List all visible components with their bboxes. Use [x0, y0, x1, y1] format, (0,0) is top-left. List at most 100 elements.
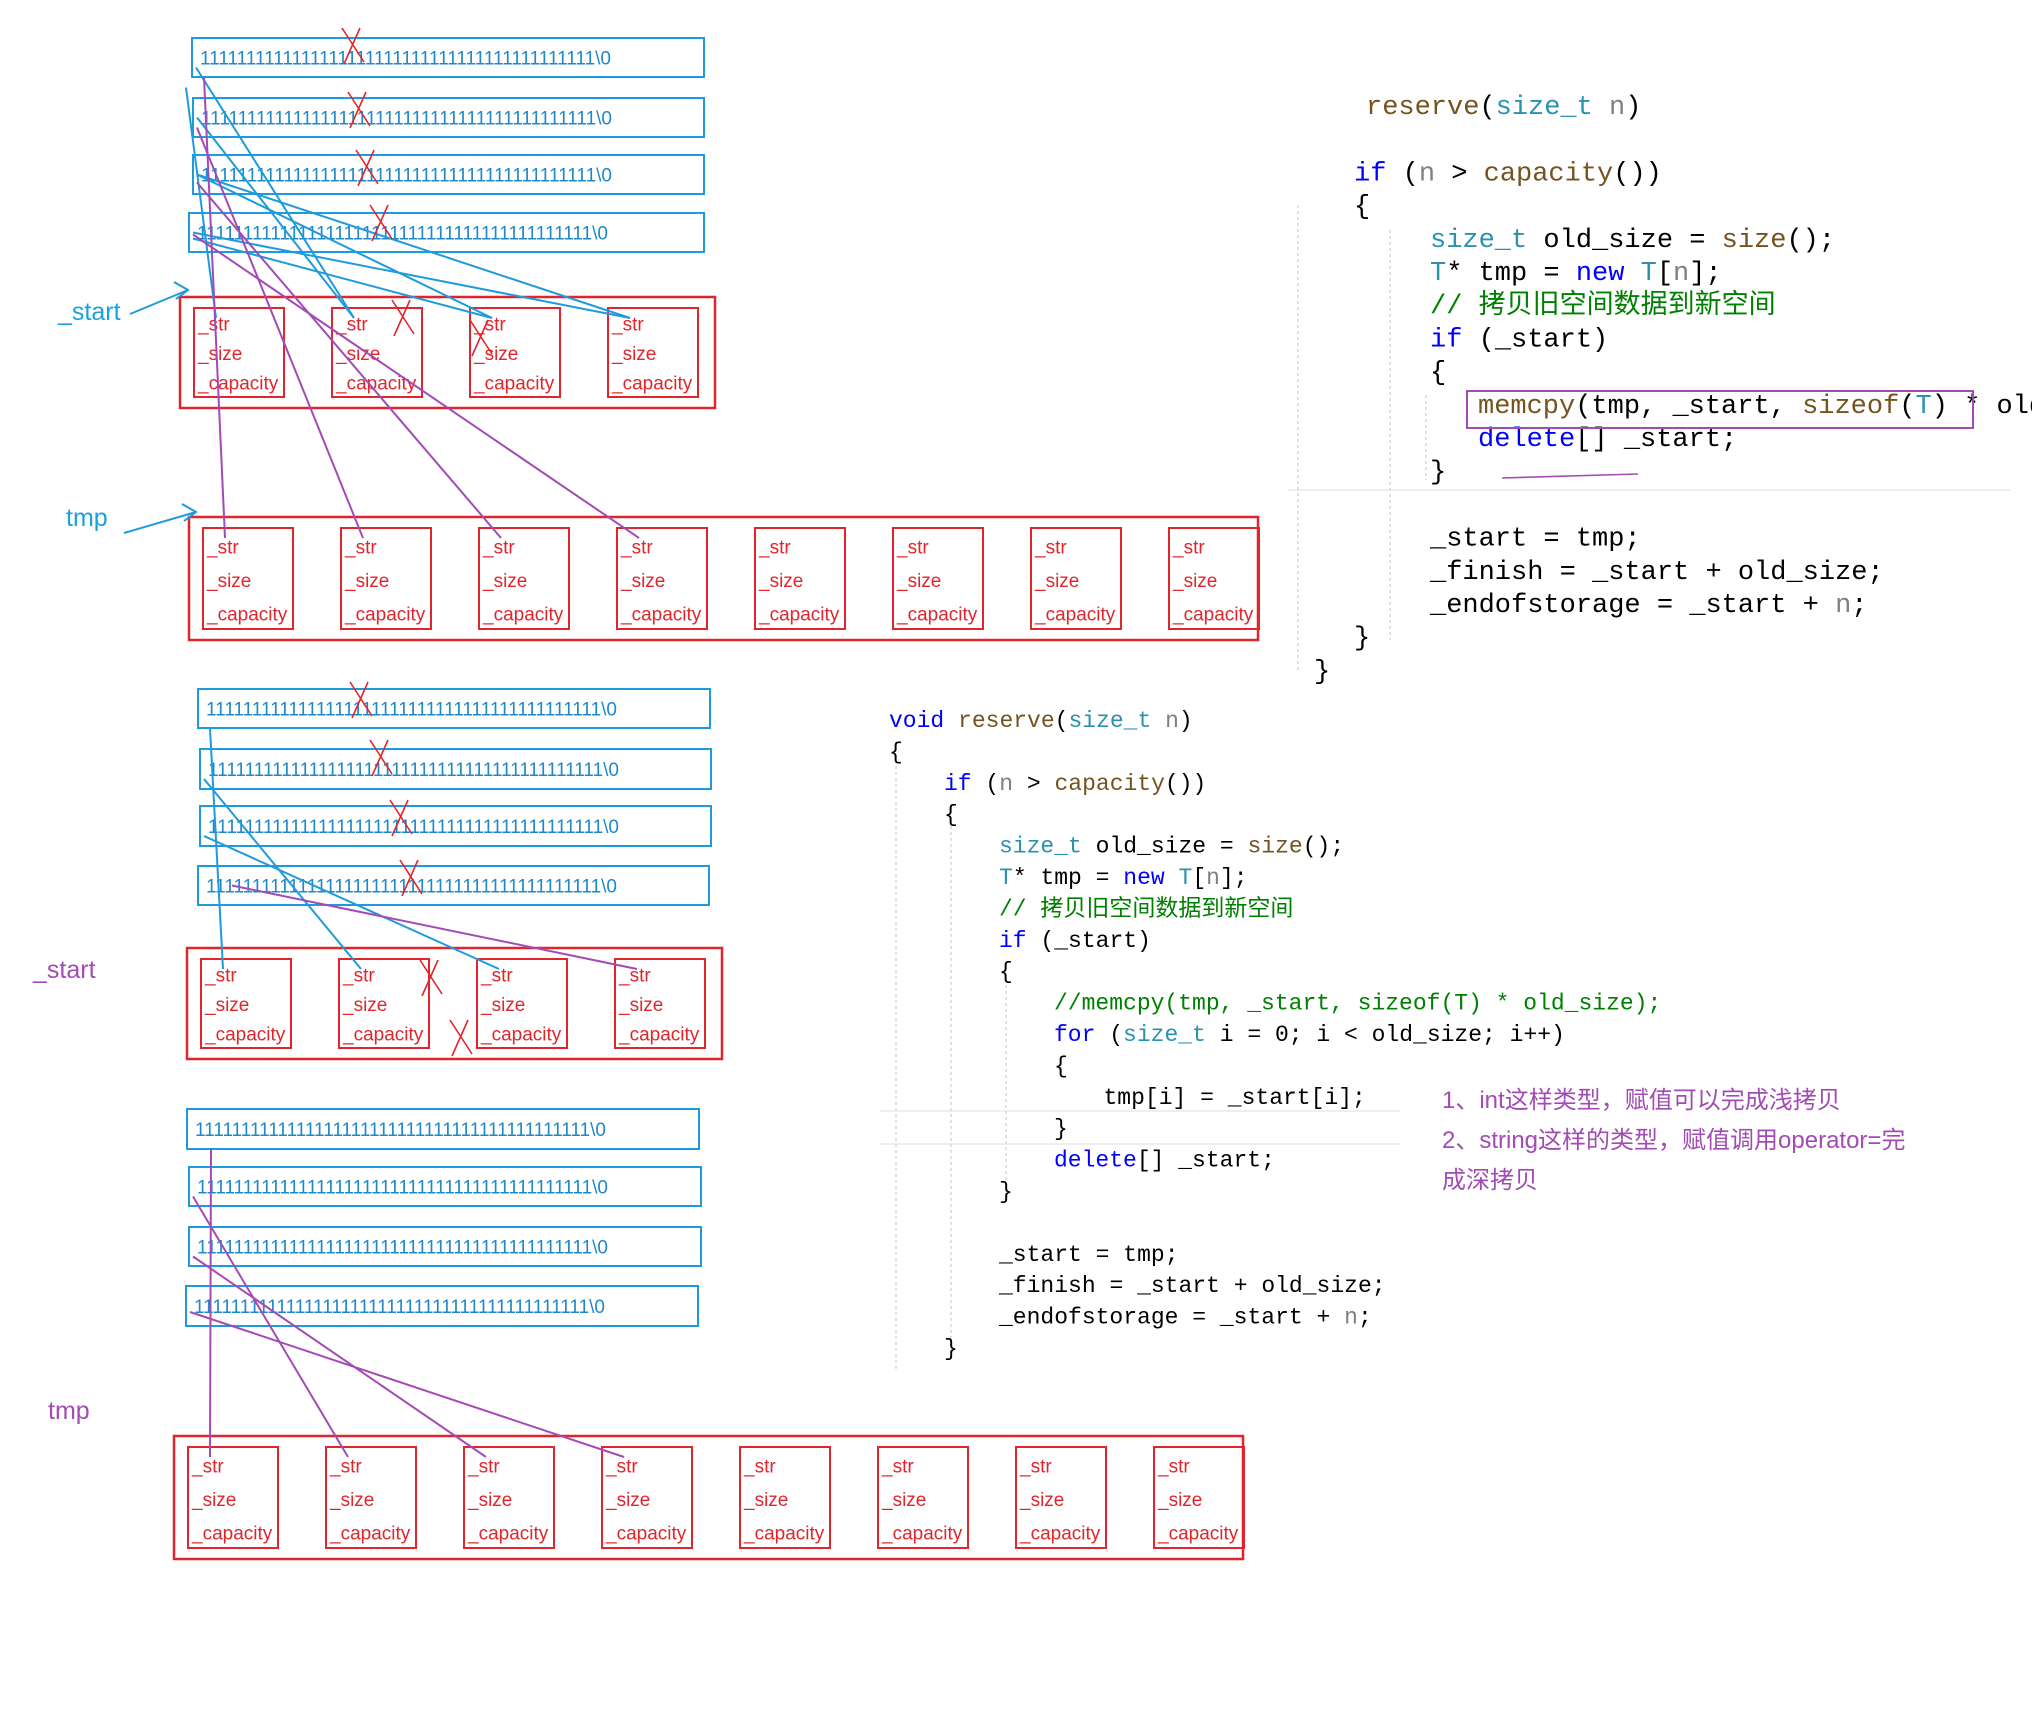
- freed-mark: [355, 149, 379, 187]
- string-buffer: [197, 688, 711, 729]
- field-label: _capacity: [329, 1524, 411, 1545]
- field-label: _str: [197, 314, 230, 335]
- code-line: {: [889, 739, 903, 765]
- field-label: _str: [1034, 537, 1067, 558]
- freed-mark: [469, 319, 493, 357]
- code-line: _start = tmp;: [1429, 525, 1641, 555]
- field-label: _size: [473, 344, 518, 365]
- pointer-line: [196, 127, 364, 539]
- field-label: _size: [191, 1490, 236, 1511]
- field-label: _capacity: [467, 1524, 549, 1545]
- string-object-box: [478, 527, 570, 630]
- string-buffer: [188, 212, 705, 253]
- field-label: _size: [758, 571, 803, 592]
- notes: 1、int这样类型，赋值可以完成浅拷贝2、string这样的类型，赋值调用ope…: [1442, 1087, 1905, 1194]
- freed-mark: [391, 299, 415, 337]
- code-line: if (_start): [1430, 325, 1608, 355]
- code-line: void reserve(size_t n): [889, 708, 1193, 734]
- pointer-line: [196, 173, 631, 319]
- field-label: _str: [191, 1456, 224, 1477]
- annotation-note: 成深拷贝: [1442, 1167, 1538, 1194]
- code-line: size_t old_size = size();: [999, 834, 1344, 860]
- code-line: T* tmp = new T[n];: [1430, 259, 1722, 289]
- pointer-line: [203, 778, 362, 970]
- field-label: _capacity: [473, 374, 555, 395]
- field-label: _str: [344, 537, 377, 558]
- string-buffer: [186, 1108, 700, 1150]
- field-label: _str: [605, 1456, 638, 1477]
- code-panel-bottom: void reserve(size_t n) { if (n > capacity(…: [880, 708, 1661, 1370]
- field-label: _size: [480, 995, 525, 1016]
- start-label: _start: [57, 298, 121, 326]
- pointer-arrow: [123, 511, 197, 534]
- string-object-box: [1168, 527, 1260, 630]
- string-object-box: [1153, 1446, 1245, 1549]
- string-buffer: [197, 865, 710, 906]
- field-label: _size: [896, 571, 941, 592]
- freed-mark: [369, 739, 393, 777]
- field-label: _capacity: [743, 1524, 825, 1545]
- code-line: // 拷贝旧空间数据到新空间: [1430, 289, 1776, 322]
- start-label: _start: [32, 956, 96, 984]
- string-object-box: [338, 958, 430, 1049]
- code-line: }: [999, 1179, 1013, 1205]
- freed-mark: [399, 859, 423, 897]
- field-label: _str: [1019, 1456, 1052, 1477]
- field-label: _size: [467, 1490, 512, 1511]
- field-label: _str: [482, 537, 515, 558]
- field-label: _str: [335, 314, 368, 335]
- field-label: _capacity: [1019, 1524, 1101, 1545]
- string-buffer-text: 1111111111111111111111111111111111111111…: [200, 49, 611, 70]
- diagram-top: 1111111111111111111111111111111111111111…: [57, 27, 1260, 642]
- code-line: {: [1054, 1053, 1068, 1079]
- pointer-arrow: [129, 289, 189, 315]
- code-line: if (n > capacity()): [944, 771, 1206, 797]
- field-label: _size: [605, 1490, 650, 1511]
- pointer-line: [196, 173, 493, 319]
- field-label: _capacity: [1034, 605, 1116, 626]
- string-buffer-text: 1111111111111111111111111111111111111111…: [201, 166, 612, 187]
- string-object-box: [193, 307, 285, 398]
- diagrams: 1111111111111111111111111111111111111111…: [32, 27, 1260, 1561]
- pointer-line: [231, 884, 638, 970]
- field-label: _capacity: [618, 1025, 700, 1046]
- freed-mark: [349, 681, 373, 719]
- code-line: tmp[i] = _start[i];: [1104, 1085, 1366, 1111]
- field-label: _capacity: [344, 605, 426, 626]
- pointer-line: [189, 1311, 625, 1458]
- field-label: _capacity: [191, 1524, 273, 1545]
- field-label: _capacity: [342, 1025, 424, 1046]
- string-object-box: [754, 527, 846, 630]
- pointer-line: [196, 116, 355, 319]
- field-label: _size: [344, 571, 389, 592]
- pointer-line: [192, 237, 493, 319]
- freed-mark: [347, 91, 371, 129]
- pointer-line: [195, 66, 355, 319]
- field-label: _size: [206, 571, 251, 592]
- code-line: // 拷贝旧空间数据到新空间: [999, 895, 1293, 922]
- freed-mark: [341, 27, 365, 65]
- field-label: _size: [743, 1490, 788, 1511]
- code-line: T* tmp = new T[n];: [999, 865, 1248, 891]
- string-object-box: [877, 1446, 969, 1549]
- string-object-box: [200, 958, 292, 1049]
- field-label: _capacity: [896, 605, 978, 626]
- string-buffer: [188, 1226, 702, 1267]
- freed-mark: [389, 799, 413, 837]
- diagram-bottom: 1111111111111111111111111111111111111111…: [32, 681, 1245, 1561]
- field-label: _size: [197, 344, 242, 365]
- pointer-line: [203, 835, 500, 970]
- pointer-line: [192, 233, 640, 539]
- freed-mark: [419, 959, 443, 997]
- string-object-box: [202, 527, 294, 630]
- field-label: _str: [758, 537, 791, 558]
- code-line: _finish = _start + old_size;: [998, 1273, 1386, 1299]
- code-line: }: [944, 1336, 958, 1362]
- field-label: _size: [1034, 571, 1079, 592]
- field-label: _size: [329, 1490, 374, 1511]
- field-label: _capacity: [1172, 605, 1254, 626]
- code-line: delete[] _start;: [1478, 425, 1737, 455]
- tmp-label: tmp: [66, 504, 108, 532]
- string-buffer: [185, 1285, 699, 1327]
- field-label: _size: [482, 571, 527, 592]
